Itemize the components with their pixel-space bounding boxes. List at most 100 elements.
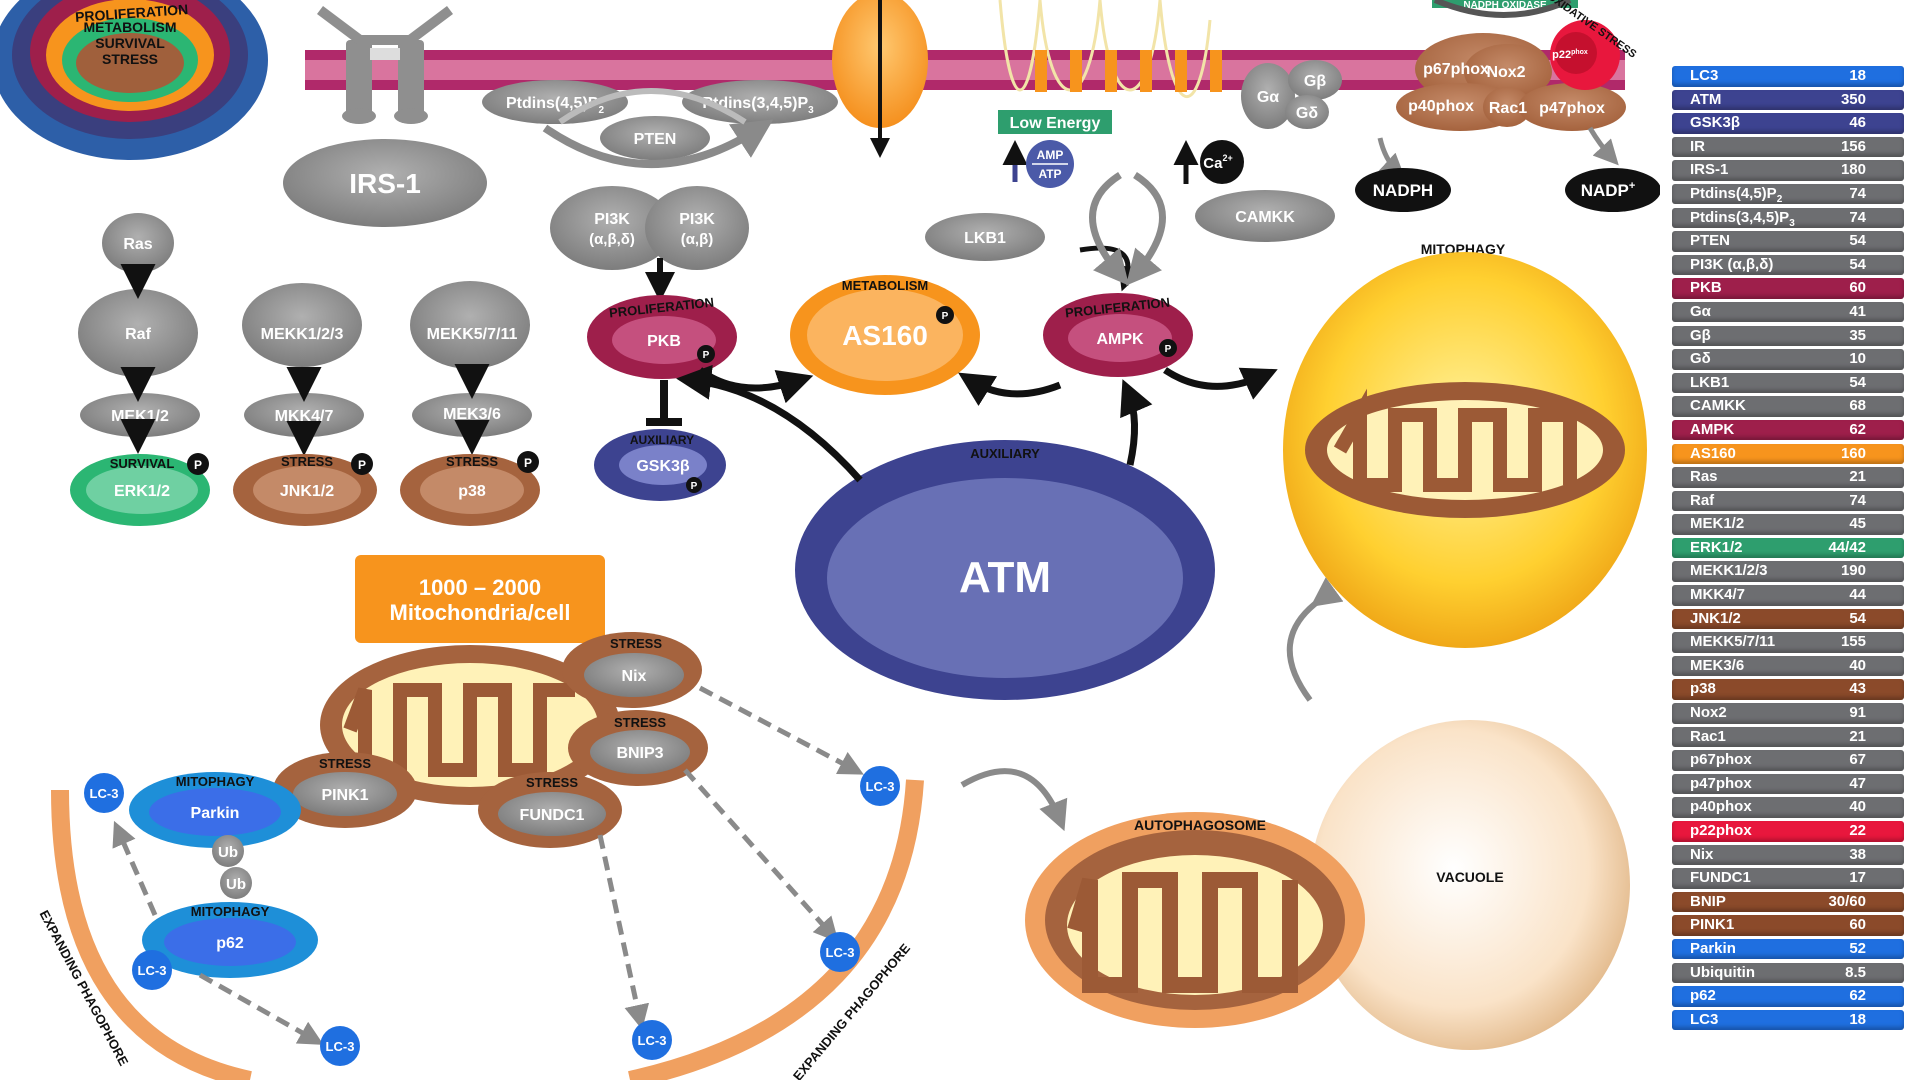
pi3k-a-sub: (α,β,δ) [589, 231, 635, 248]
legend-value: 8.5 [1845, 963, 1866, 981]
legend-row: Nox2 91 [1672, 703, 1904, 724]
as160-phospho: P [942, 311, 949, 322]
mekk5711-label: MEKK5/7/11 [427, 326, 518, 343]
legend-name: PTEN [1690, 232, 1731, 250]
signaling-arrows [646, 172, 1278, 483]
mek12-label: MEK1/2 [111, 408, 169, 425]
p67phox-label: p67phox [1423, 61, 1489, 78]
gpcr-helices [998, 0, 1222, 99]
svg-text:Ca2+: Ca2+ [1203, 153, 1232, 172]
calcium-sup: 2+ [1222, 153, 1232, 163]
mek36-label: MEK3/6 [443, 406, 501, 423]
atp-label: ATP [1038, 167, 1061, 181]
legend-value: 17 [1849, 869, 1866, 887]
ring-stress: STRESS [102, 51, 158, 67]
legend-name: Nix [1690, 845, 1714, 863]
camkk-label: CAMKK [1235, 209, 1295, 226]
legend-name: MEK1/2 [1690, 515, 1745, 533]
ptdins345-label: Ptdins(3,4,5)P [702, 95, 808, 112]
svg-text:Ptdins(4,5)P2: Ptdins(4,5)P2 [506, 95, 604, 116]
pi3k-a-label: PI3K [594, 211, 630, 228]
legend-value: 52 [1849, 939, 1866, 957]
low-energy-label: Low Energy [1010, 115, 1101, 132]
legend-name: Nox2 [1690, 704, 1727, 722]
legend-value: 60 [1849, 916, 1866, 934]
ub2-label: Ub [226, 876, 246, 893]
legend-value: 62 [1849, 987, 1866, 1005]
legend-name: MEK3/6 [1690, 656, 1745, 674]
rac1-label: Rac1 [1489, 100, 1527, 117]
mitophagy-title: MITOPHAGY [1421, 241, 1506, 257]
legend-value: 62 [1849, 420, 1866, 438]
nadph-oxidase-label: NADPH OXIDASE [1463, 0, 1547, 11]
ptdins45-label: Ptdins(4,5)P [506, 95, 599, 112]
legend-name: p47phox [1690, 774, 1752, 792]
erk12-label: ERK1/2 [114, 483, 170, 500]
legend-name: LC3 [1690, 1010, 1719, 1028]
atm-node: ATM AUXILIARY [795, 440, 1215, 700]
as160-metabolism-tag: METABOLISM [842, 278, 928, 293]
legend-value: 22 [1849, 822, 1866, 839]
legend-value: 44 [1849, 586, 1866, 604]
legend-value: 21 [1849, 727, 1866, 745]
parkin-label: Parkin [191, 805, 240, 822]
mitophagy-mitochondrion: MITOPHAGY [1283, 241, 1647, 648]
pink1-stress-tag: STRESS [319, 756, 371, 771]
legend-value: 41 [1849, 302, 1866, 320]
nadp-node [1565, 168, 1660, 212]
vacuole-autophagosome: VACUOLE AUTOPHAGOSOME [1025, 720, 1630, 1050]
legend-name: Rac1 [1690, 727, 1726, 745]
legend-name: FUNDC1 [1690, 869, 1751, 887]
irs1-label: IRS-1 [349, 168, 421, 199]
ring-survival: SURVIVAL [95, 35, 165, 51]
ptdins345-sub: 3 [808, 105, 814, 116]
nadp-label: NADP [1581, 181, 1629, 200]
legend-value: 18 [1849, 1010, 1866, 1028]
vacuole-label: VACUOLE [1436, 869, 1503, 885]
fundc1-label: FUNDC1 [520, 807, 585, 824]
calcium-label: Ca [1203, 155, 1223, 172]
legend-name: PKB [1690, 279, 1722, 297]
legend-name: MEKK1/2/3 [1690, 562, 1768, 580]
lkb1-label: LKB1 [964, 230, 1006, 247]
pkb-phospho: P [703, 350, 710, 361]
pten-label: PTEN [634, 131, 677, 148]
ampk-phospho: P [1165, 344, 1172, 355]
parkin-p62: Parkin MITOPHAGY Ub Ub p62 MITOPHAGY [129, 772, 318, 978]
p47phox-label: p47phox [1539, 100, 1605, 117]
legend-name: PI3K (α,β,δ) [1690, 255, 1774, 273]
atm-auxiliary-tag: AUXILIARY [970, 446, 1040, 461]
legend-name: p67phox [1690, 751, 1752, 769]
jnk-phospho: P [358, 458, 366, 472]
legend-name: p40phox [1690, 798, 1752, 816]
gbeta-label: Gβ [1304, 73, 1326, 90]
nadp-sup: + [1629, 180, 1635, 192]
pkb-label: PKB [647, 333, 681, 350]
legend-name: LC3 [1690, 67, 1719, 84]
legend-value: 44/42 [1828, 538, 1866, 556]
legend-name: p38 [1690, 680, 1716, 698]
parkin-mitophagy-tag: MITOPHAGY [176, 774, 255, 789]
legend-value: 91 [1849, 704, 1866, 722]
raf-label: Raf [125, 326, 151, 343]
legend-name: Gα [1690, 302, 1711, 320]
legend-name: Gβ [1690, 326, 1711, 344]
svg-text:NADP+: NADP+ [1581, 180, 1636, 200]
legend-value: 10 [1849, 350, 1866, 368]
erk-phospho: P [194, 458, 202, 472]
lc3-markers: LC-3 LC-3 LC-3 LC-3 LC-3 LC-3 [84, 685, 900, 1066]
nadph-node [1355, 168, 1451, 212]
legend-name: ATM [1690, 90, 1722, 108]
legend-name: GSK3β [1690, 114, 1741, 132]
